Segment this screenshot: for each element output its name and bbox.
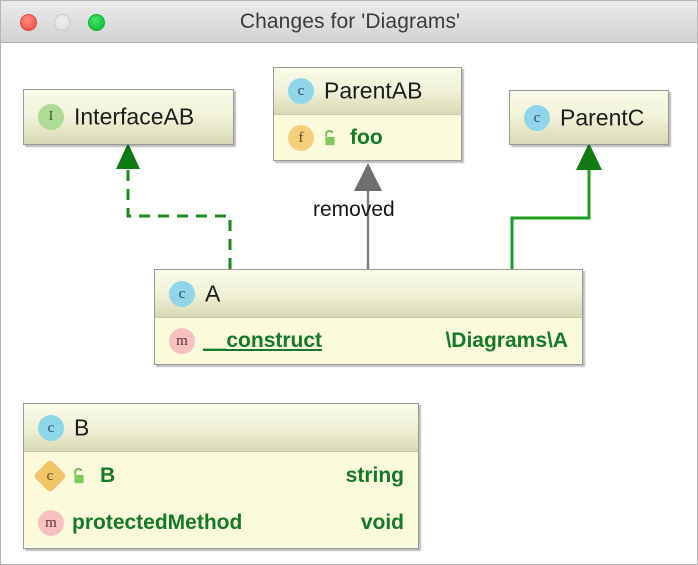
interface-badge-icon: I bbox=[38, 104, 64, 130]
title-bar[interactable]: Changes for 'Diagrams' bbox=[1, 1, 697, 43]
uml-node-title: A bbox=[205, 280, 221, 306]
uml-member-name: __construct bbox=[203, 329, 323, 352]
edge-a-extends-parentc bbox=[510, 143, 602, 269]
uml-node-title: B bbox=[74, 414, 90, 440]
uml-member-row[interactable]: m __construct \Diagrams\A bbox=[155, 318, 582, 364]
class-badge-icon: c bbox=[38, 414, 64, 441]
minimize-window-button[interactable] bbox=[54, 14, 71, 31]
uml-node-title: ParentC bbox=[560, 104, 645, 130]
uml-node-body: f foo bbox=[274, 115, 461, 160]
unlocked-padlock-icon bbox=[325, 129, 335, 145]
uml-node-a[interactable]: c A m __construct \Diagrams\A bbox=[154, 269, 583, 365]
uml-node-header: I InterfaceAB bbox=[24, 90, 233, 144]
uml-member-name: foo bbox=[350, 125, 383, 149]
class-badge-icon: c bbox=[169, 280, 195, 307]
uml-node-parentc[interactable]: c ParentC bbox=[509, 90, 669, 145]
uml-node-title: ParentAB bbox=[324, 77, 423, 104]
constant-badge-icon: c bbox=[33, 458, 67, 493]
uml-member-row[interactable]: m protectedMethod void bbox=[24, 499, 418, 546]
uml-node-header: c ParentAB bbox=[274, 68, 461, 115]
edge-label-removed: removed bbox=[313, 198, 395, 221]
method-badge-icon: m bbox=[38, 509, 64, 536]
uml-member-type: \Diagrams\A bbox=[445, 329, 568, 352]
uml-member-row[interactable]: f foo bbox=[274, 115, 461, 160]
uml-node-body: c B string m protectedMethod void bbox=[24, 452, 418, 546]
diagram-edges bbox=[116, 143, 602, 269]
uml-member-row[interactable]: c B string bbox=[24, 452, 418, 499]
edge-a-extends-parentab bbox=[354, 163, 382, 269]
method-badge-icon: m bbox=[169, 328, 195, 354]
class-badge-icon: c bbox=[524, 104, 550, 131]
uml-node-body: m __construct \Diagrams\A bbox=[155, 318, 582, 364]
diagram-canvas[interactable]: removed I InterfaceAB c ParentAB f bbox=[1, 43, 697, 564]
unlocked-padlock-icon bbox=[74, 467, 84, 483]
class-badge-icon: c bbox=[288, 78, 314, 104]
uml-node-b[interactable]: c B c B string m protectedMethod void bbox=[23, 403, 419, 549]
field-badge-icon: f bbox=[288, 124, 314, 151]
uml-member-name: B bbox=[100, 463, 116, 487]
window-title: Changes for 'Diagrams' bbox=[239, 10, 461, 33]
uml-member-name: protectedMethod bbox=[72, 510, 243, 534]
edge-a-implements-interfaceab bbox=[116, 143, 232, 269]
uml-node-header: c B bbox=[24, 404, 418, 452]
close-window-button[interactable] bbox=[20, 14, 37, 31]
uml-node-interfaceab[interactable]: I InterfaceAB bbox=[23, 89, 234, 145]
uml-node-header: c ParentC bbox=[510, 91, 668, 144]
uml-member-type: void bbox=[360, 510, 404, 534]
uml-node-title: InterfaceAB bbox=[74, 103, 195, 130]
uml-node-parentab[interactable]: c ParentAB f foo bbox=[273, 67, 462, 161]
uml-node-header: c A bbox=[155, 270, 582, 318]
maximize-window-button[interactable] bbox=[88, 14, 105, 31]
uml-member-type: string bbox=[345, 463, 404, 487]
